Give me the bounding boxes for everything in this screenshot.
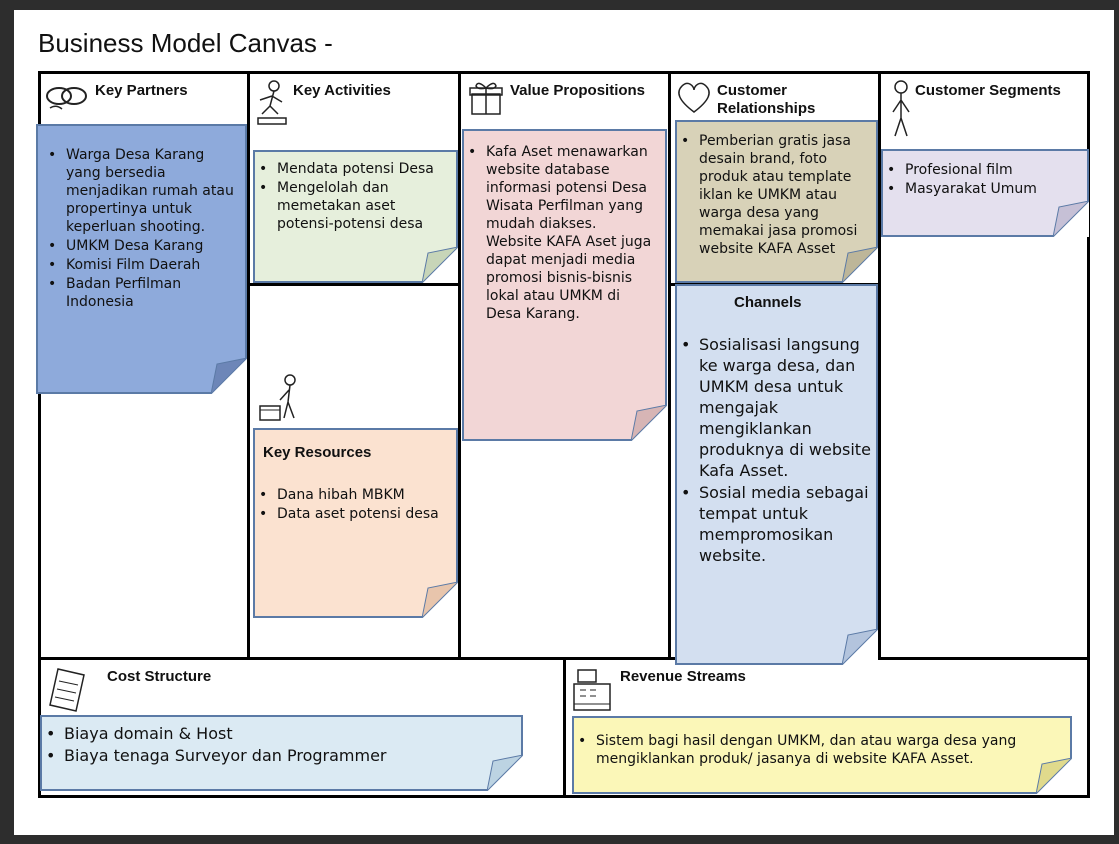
chain-link-icon (44, 78, 90, 119)
key-partners-item: UMKM Desa Karang (46, 237, 238, 255)
key-activities-item: Mengelolah dan memetakan aset potensi-po… (257, 179, 453, 233)
channels-title: Channels (734, 294, 802, 311)
customer-segments-item: Profesional film (885, 161, 1081, 179)
grid-vertical-1 (247, 71, 250, 660)
page-fold-icon (631, 405, 667, 441)
channels-item: Sosial media sebagai tempat untuk mempro… (679, 482, 875, 566)
grid-vertical-2 (458, 71, 461, 660)
cash-register-icon (570, 666, 616, 721)
receipt-icon (44, 665, 94, 720)
page-fold-icon (487, 755, 523, 791)
heart-icon (674, 80, 714, 121)
revenue-streams-item: Sistem bagi hasil dengan UMKM, dan atau … (576, 732, 1058, 768)
page-fold-icon (842, 629, 878, 665)
customer-relationships-item: Pemberian gratis jasa desain brand, foto… (679, 132, 873, 258)
key-resources-item: Dana hibah MBKM (257, 486, 453, 504)
channels-item: Sosialisasi langsung ke warga desa, dan … (679, 334, 875, 481)
cost-structure-title: Cost Structure (107, 668, 212, 685)
grid-right-border (1087, 71, 1090, 798)
revenue-streams-title: Revenue Streams (620, 668, 746, 685)
customer-segments-item: Masyarakat Umum (885, 180, 1081, 198)
key-partners-item: Warga Desa Karang yang bersedia menjadik… (46, 146, 238, 236)
page-fold-icon (842, 247, 878, 283)
cost-structure-note: Biaya domain & Host Biaya tenaga Surveyo… (40, 715, 523, 791)
key-partners-title: Key Partners (95, 82, 188, 99)
value-propositions-note: Kafa Aset menawarkan website database in… (462, 129, 667, 441)
cost-structure-item: Biaya tenaga Surveyor dan Programmer (44, 745, 514, 766)
gift-box-icon (466, 78, 506, 123)
page-fold-icon (211, 358, 247, 394)
key-activities-note: Mendata potensi Desa Mengelolah dan meme… (253, 150, 458, 283)
grid-top-border (38, 71, 1090, 74)
grid-vertical-4 (878, 71, 881, 660)
customer-segments-note: Profesional film Masyarakat Umum (881, 149, 1089, 237)
person-with-box-icon (258, 372, 304, 431)
customer-relationships-title: Customer Relationships (717, 82, 816, 117)
page-fold-icon (422, 247, 458, 283)
channels-note: Channels Sosialisasi langsung ke warga d… (675, 284, 878, 665)
page-fold-icon (1053, 201, 1089, 237)
grid-bottom-vertical (563, 657, 566, 798)
key-resources-title: Key Resources (263, 444, 372, 461)
key-partners-item: Badan Perfilman Indonesia (46, 275, 238, 311)
cost-structure-item: Biaya domain & Host (44, 723, 514, 744)
page-title: Business Model Canvas - (38, 28, 333, 58)
value-propositions-title: Value Propositions (510, 82, 646, 99)
key-activities-title: Key Activities (293, 82, 391, 99)
revenue-streams-note: Sistem bagi hasil dengan UMKM, dan atau … (572, 716, 1072, 794)
worker-icon (254, 78, 290, 133)
key-resources-item: Data aset potensi desa (257, 505, 453, 523)
grid-vertical-3 (668, 71, 671, 660)
customer-relationships-note: Pemberian gratis jasa desain brand, foto… (675, 120, 878, 283)
grid-activities-resources-divider (247, 283, 461, 286)
key-partners-note: Warga Desa Karang yang bersedia menjadik… (36, 124, 247, 394)
page-fold-icon (1036, 758, 1072, 794)
customer-segments-title: Customer Segments (915, 82, 1061, 99)
key-partners-item: Komisi Film Daerah (46, 256, 238, 274)
value-propositions-item: Kafa Aset menawarkan website database in… (466, 143, 656, 323)
page-fold-icon (422, 582, 458, 618)
person-icon (888, 78, 914, 145)
grid-left-border (38, 71, 41, 798)
key-resources-note: Key Resources Dana hibah MBKM Data aset … (253, 428, 458, 618)
key-activities-item: Mendata potensi Desa (257, 160, 453, 178)
